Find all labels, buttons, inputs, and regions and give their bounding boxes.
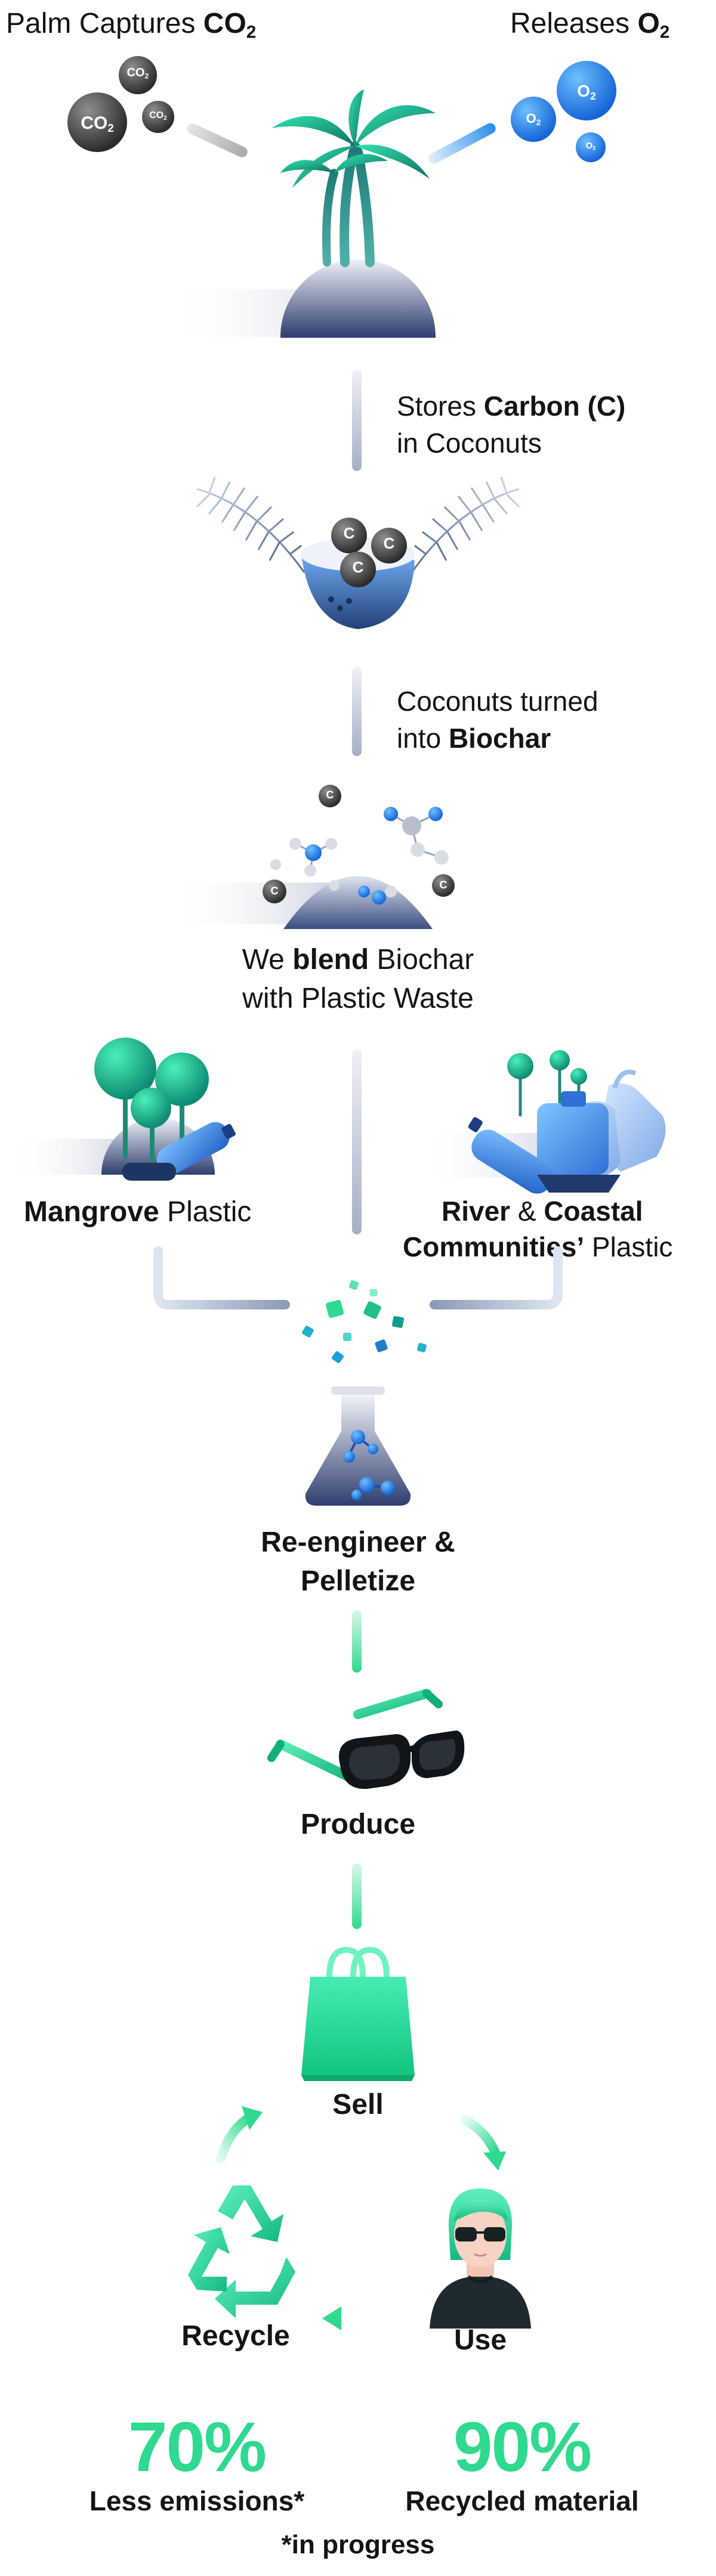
produce-label: Produce	[300, 1809, 416, 1840]
co2-molecule-text: CO	[126, 66, 145, 79]
connector-line	[352, 1610, 362, 1673]
co2-molecule-sub-small: 2	[163, 114, 167, 122]
cycle-arrows	[216, 2106, 506, 2330]
with-plastic-waste-text: with Plastic Waste	[242, 982, 474, 1014]
co2-molecule-text-large: CO	[81, 113, 108, 133]
reengineer-text: Re-engineer &	[261, 1527, 455, 1558]
pellets-icon	[302, 1280, 427, 1363]
o2-molecule-sub-small: 2	[592, 145, 596, 151]
recycle-label: Recycle	[181, 2320, 290, 2352]
carbon-label-3: C	[352, 558, 364, 576]
stat-emissions-value: 70%	[128, 2408, 267, 2487]
co2-formula: CO	[203, 8, 246, 39]
merge-connectors	[153, 1246, 563, 1309]
we-text: We	[242, 944, 293, 976]
mangrove-plastic-label: Mangrove Plastic	[24, 1194, 251, 1230]
blend-text: blend	[292, 944, 369, 976]
co2-molecules-icon	[67, 56, 616, 164]
pelletize-text: Pelletize	[300, 1565, 416, 1597]
co2-molecule-label-large: CO2	[75, 112, 120, 135]
mangrove-icon	[9, 1038, 236, 1181]
co2-molecule-sub: 2	[144, 72, 149, 80]
co2-molecule-label-small: CO2	[146, 110, 170, 122]
blend-label: We blend Biochar with Plastic Waste	[167, 941, 549, 1018]
o2-molecule-text-small: O	[585, 141, 593, 151]
biochar-carbon-label-2: C	[270, 885, 279, 897]
ampersand-text: &	[510, 1196, 544, 1227]
co2-molecule-sub-large: 2	[107, 122, 114, 135]
communities-plastic-text: Plastic	[584, 1231, 673, 1262]
river-plastic-icon	[421, 1050, 666, 1194]
stat-recycled: 90% Recycled material	[373, 2412, 671, 2517]
stat-emissions: 70% Less emissions*	[60, 2412, 334, 2517]
biochar-suffix-text: Biochar	[369, 944, 474, 976]
coastal-text: Coastal	[544, 1196, 643, 1227]
river-coastal-plastic-label: River & Coastal	[442, 1193, 643, 1230]
palm-island-icon	[167, 89, 436, 338]
use-label: Use	[453, 2324, 507, 2356]
stat-recycled-label: Recycled material	[405, 2485, 639, 2516]
sell-label: Sell	[332, 2089, 384, 2120]
coconuts-biochar-label: Coconuts turned into Biochar	[397, 683, 598, 757]
coconut-icon	[196, 476, 520, 629]
o2-molecule-label-large: O2	[570, 80, 603, 103]
in-coconuts-text: in Coconuts	[397, 428, 542, 459]
o2-molecule-label-small: O2	[582, 141, 600, 152]
footnote: *in progress	[281, 2530, 435, 2559]
palm-captures-text: Palm Captures	[6, 8, 203, 39]
connector-line	[352, 1863, 362, 1929]
palm-captures-co2-label: Palm Captures CO2	[6, 6, 256, 44]
mangrove-text: Mangrove	[24, 1196, 159, 1228]
o2-molecule-text: O	[526, 111, 536, 126]
stat-recycled-value: 90%	[453, 2408, 592, 2487]
biochar-carbon-label-1: C	[326, 789, 334, 801]
o2-molecule-sub-large: 2	[590, 89, 596, 102]
river-text: River	[442, 1196, 511, 1227]
connector-line	[352, 370, 362, 471]
o2-molecule-text-large: O	[577, 82, 591, 100]
releases-o2-label: Releases O2	[510, 6, 669, 44]
releases-text: Releases	[510, 8, 638, 39]
o2-subscript: 2	[659, 22, 670, 42]
o2-molecule-label: O2	[520, 110, 547, 128]
carbon-label-2: C	[383, 534, 395, 552]
into-text: into	[397, 723, 449, 754]
shopping-bag-icon	[301, 1946, 415, 2081]
stores-text: Stores	[397, 391, 484, 422]
o2-molecule-sub: 2	[536, 117, 541, 127]
connector-line	[352, 1049, 362, 1234]
co2-molecule-text-small: CO	[149, 110, 164, 120]
flask-icon	[305, 1386, 411, 1506]
biochar-text: Biochar	[448, 723, 551, 754]
stat-emissions-label: Less emissions*	[89, 2485, 305, 2516]
co2-subscript: 2	[246, 22, 257, 42]
coconuts-turned-text: Coconuts turned	[397, 686, 598, 717]
glasses-icon	[267, 1689, 465, 1789]
plastic-text: Plastic	[159, 1196, 252, 1228]
user-avatar-icon	[430, 2188, 531, 2329]
recycle-icon	[188, 2185, 295, 2318]
biochar-pile-icon	[167, 785, 455, 929]
reengineer-pelletize-label: Re-engineer & Pelletize	[179, 1524, 537, 1601]
carbon-text: Carbon (C)	[483, 391, 626, 422]
connector-line	[352, 667, 362, 756]
carbon-label-1: C	[343, 524, 355, 542]
biochar-carbon-label-3: C	[439, 879, 448, 891]
co2-molecule-label: CO2	[123, 66, 153, 81]
o2-formula: O	[637, 8, 660, 39]
stores-carbon-label: Stores Carbon (C) in Coconuts	[397, 388, 625, 462]
